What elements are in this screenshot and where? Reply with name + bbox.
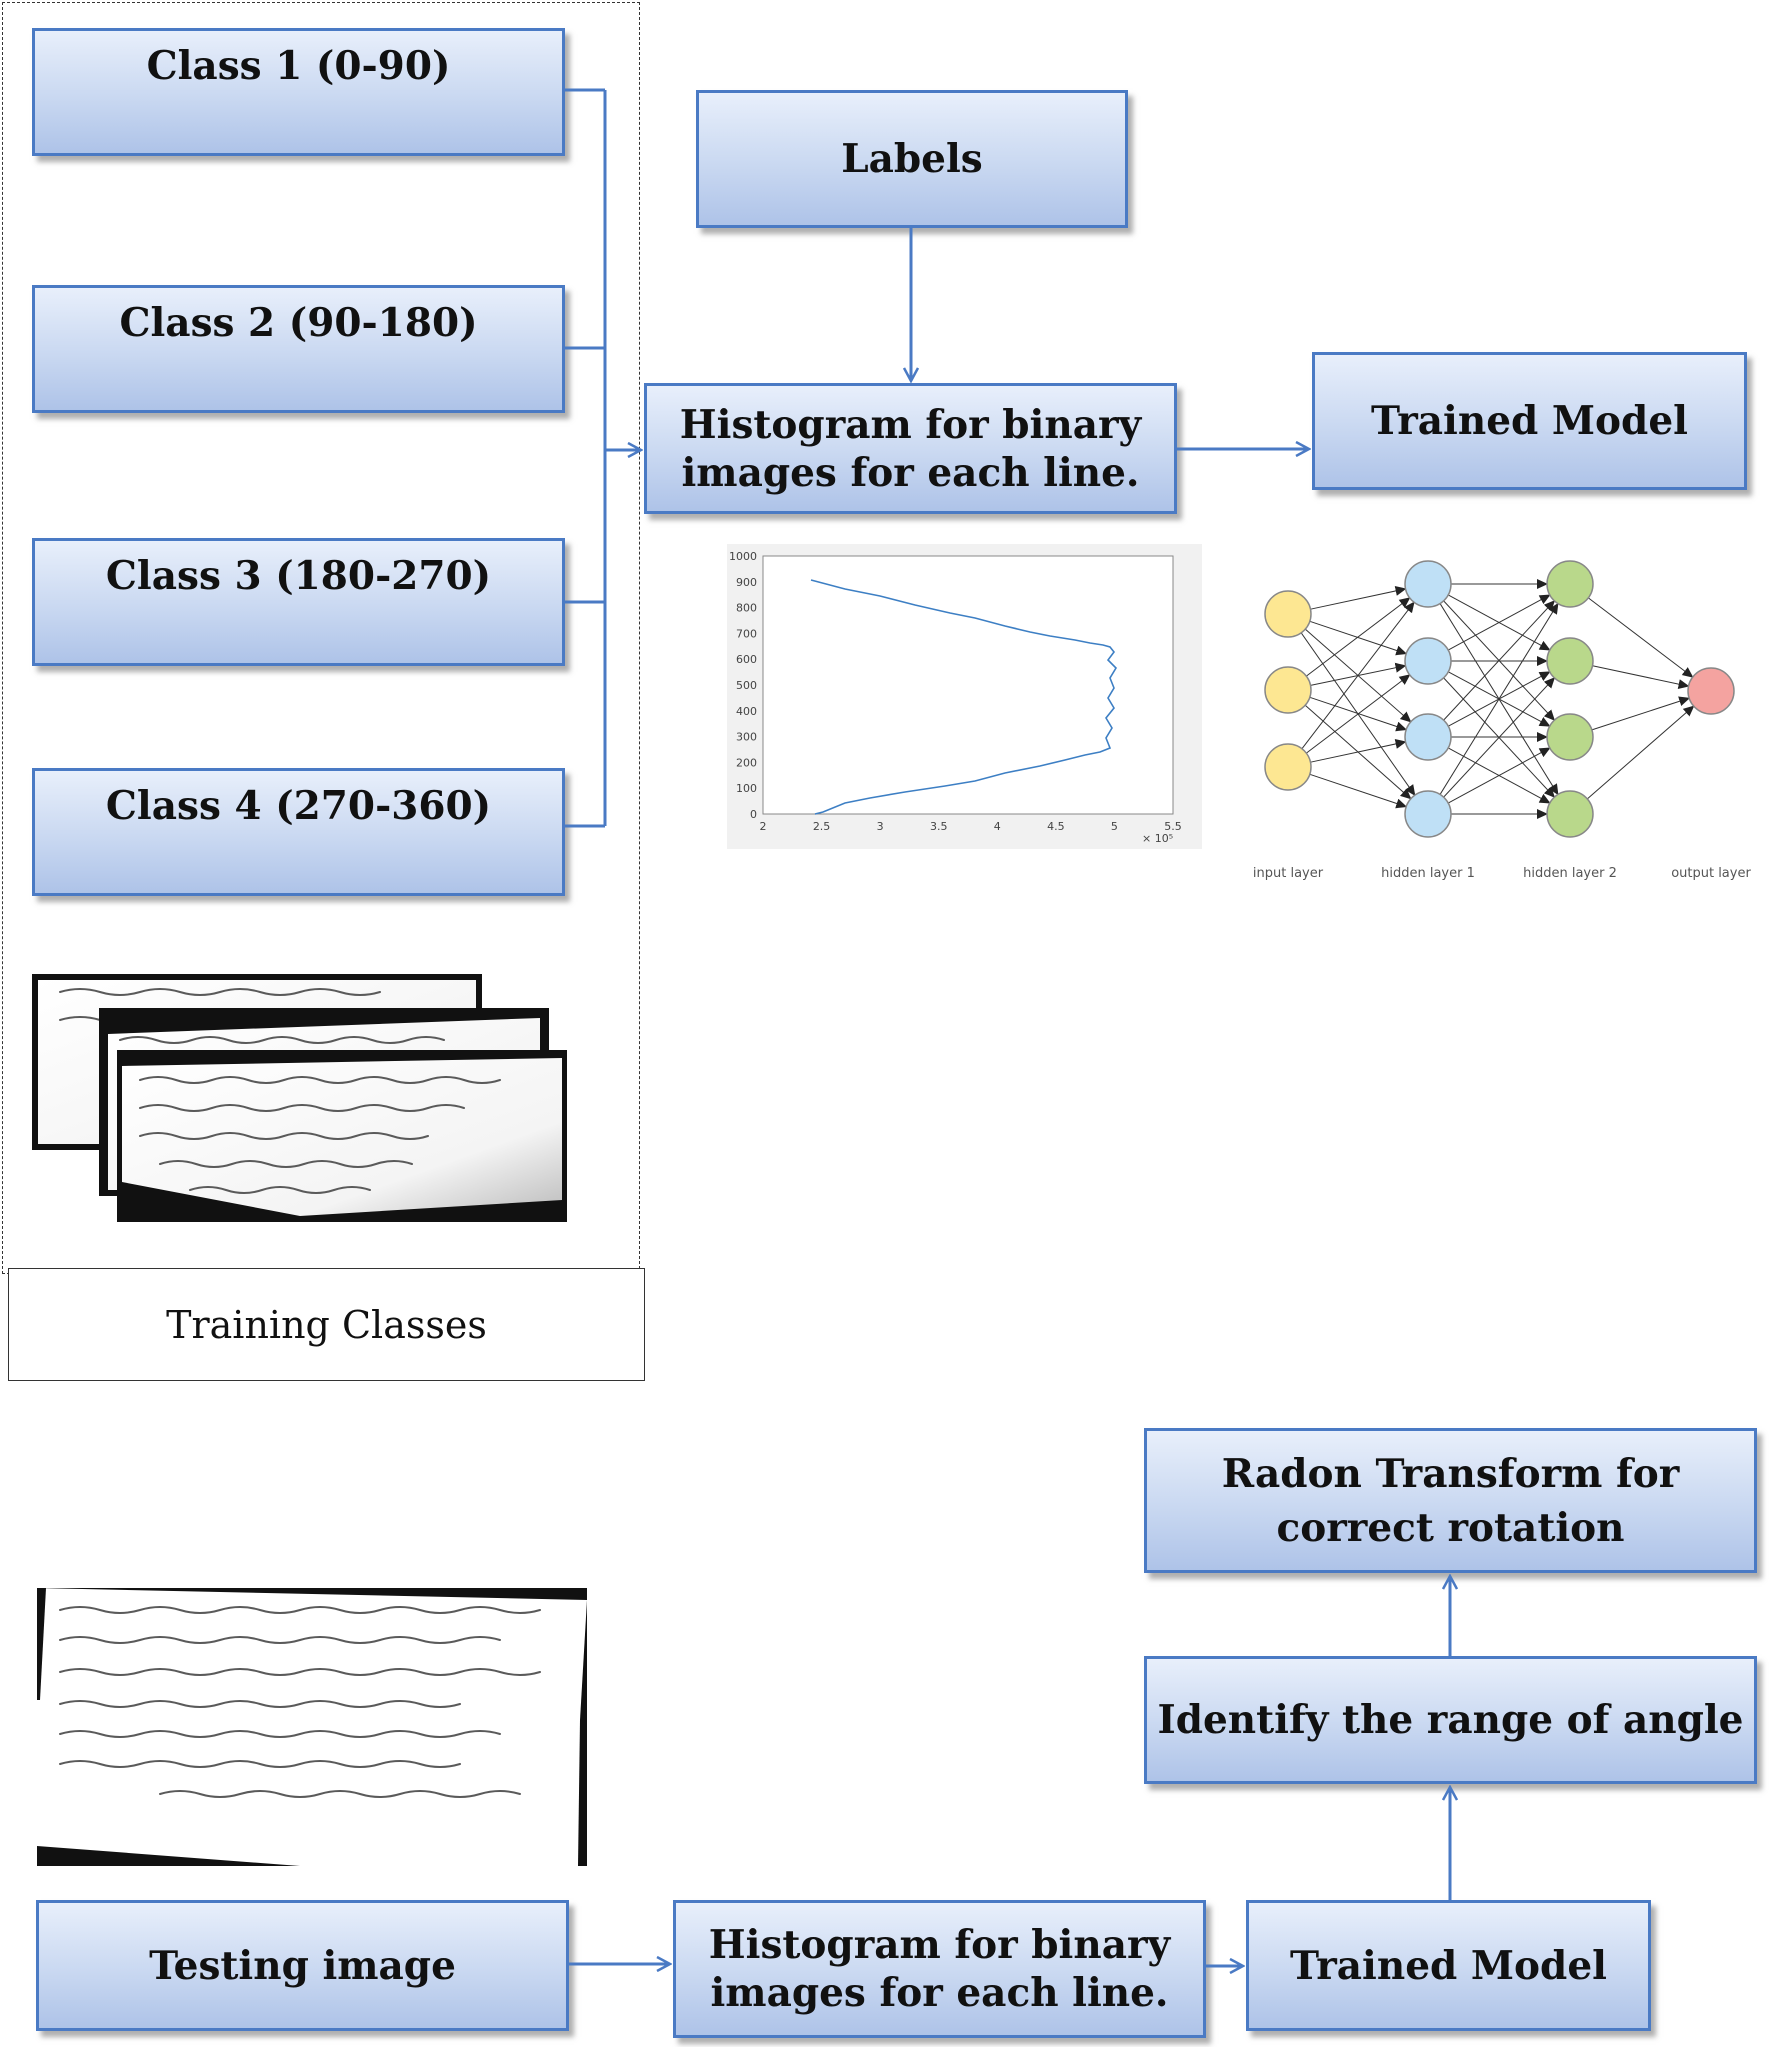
- nn-connection: [1443, 600, 1556, 721]
- histogram-y-tick-label: 100: [736, 782, 757, 795]
- nn-node-hidden2: [1546, 560, 1594, 608]
- nn-label-hidden1: hidden layer 1: [1381, 866, 1475, 881]
- histogram-x-tick-label: 2: [760, 820, 767, 833]
- histogram-curve: [810, 579, 1118, 815]
- class-2-box: Class 2 (90-180): [32, 285, 565, 413]
- nn-label-hidden2: hidden layer 2: [1523, 866, 1617, 881]
- nn-connection: [1439, 602, 1559, 795]
- identify-range-box: Identify the range of angle: [1144, 1656, 1757, 1784]
- nn-node-input: [1264, 666, 1312, 714]
- nn-connection: [1591, 696, 1691, 731]
- histogram-y-tick-label: 700: [736, 627, 757, 640]
- labels-box-text: Labels: [841, 136, 983, 182]
- testing-image-text: Testing image: [149, 1942, 456, 1989]
- trained-model-box-bottom: Trained Model: [1246, 1900, 1651, 2031]
- class-3-box: Class 3 (180-270): [32, 538, 565, 666]
- nn-connection: [1306, 597, 1411, 677]
- nn-connection: [1447, 594, 1551, 651]
- nn-node-hidden2: [1546, 637, 1594, 685]
- trained-model-box-top: Trained Model: [1312, 352, 1747, 490]
- nn-connection: [1309, 773, 1408, 809]
- nn-label-input: input layer: [1253, 866, 1324, 881]
- testing-sample-image: [37, 1588, 587, 1866]
- histogram-y-tick-label: 200: [736, 756, 757, 769]
- histogram-y-tick-label: 500: [736, 679, 757, 692]
- neural-network-labels: input layer hidden layer 1 hidden layer …: [1253, 866, 1752, 881]
- nn-node-hidden2: [1546, 713, 1594, 761]
- nn-node-hidden1: [1404, 560, 1452, 608]
- histogram-y-ticks: 0 100 200 300 400 500 600 700 800 900 1000: [729, 550, 757, 821]
- histogram-x-tick-label: 2.5: [813, 820, 831, 833]
- nn-node-output: [1687, 667, 1735, 715]
- nn-connection: [1592, 665, 1690, 690]
- radon-transform-box: Radon Transform for correct rotation: [1144, 1428, 1757, 1573]
- nn-connection: [1447, 747, 1551, 804]
- histogram-y-tick-label: 1000: [729, 550, 757, 563]
- sample-2-handwriting: [119, 1036, 445, 1044]
- histogram-x-tick-label: 5: [1111, 820, 1118, 833]
- histogram-x-tick-label: 3.5: [930, 820, 948, 833]
- class-4-label: Class 4 (270-360): [105, 783, 492, 829]
- histogram-plot: 0 100 200 300 400 500 600 700 800 900 1000 2 2.5 3 3.…: [727, 544, 1202, 849]
- histogram-x-tick-label: 5.5: [1164, 820, 1182, 833]
- histogram-top-line2: images for each line.: [681, 449, 1140, 496]
- training-sample-images: [32, 974, 567, 1222]
- histogram-y-tick-label: 800: [736, 602, 757, 615]
- testing-handwriting: [59, 1606, 541, 1798]
- histogram-x-tick-label: 4.5: [1047, 820, 1065, 833]
- histogram-x-exponent: × 10⁵: [1142, 832, 1173, 845]
- histogram-y-tick-label: 0: [750, 808, 757, 821]
- nn-connection: [1310, 739, 1407, 763]
- nn-node-hidden1: [1404, 790, 1452, 838]
- testing-image-box: Testing image: [36, 1900, 569, 2031]
- histogram-y-tick-label: 600: [736, 653, 757, 666]
- nn-node-hidden1: [1404, 713, 1452, 761]
- histogram-y-tick-label: 400: [736, 705, 757, 718]
- histogram-bottom-line1: Histogram for binary: [708, 1922, 1171, 1968]
- nn-connection: [1588, 597, 1694, 678]
- class-1-box: Class 1 (0-90): [32, 28, 565, 156]
- sample-3-handwriting: [139, 1076, 501, 1194]
- histogram-top-line1: Histogram for binary: [679, 401, 1142, 448]
- trained-model-bottom-text: Trained Model: [1290, 1942, 1607, 1989]
- neural-network-diagram: [1264, 560, 1735, 838]
- histogram-x-tick-label: 4: [994, 820, 1001, 833]
- nn-connection: [1306, 674, 1411, 754]
- histogram-y-tick-label: 300: [736, 731, 757, 744]
- class-bracket-connector: [565, 88, 640, 828]
- radon-line2: correct rotation: [1276, 1504, 1625, 1551]
- identify-range-text: Identify the range of angle: [1157, 1697, 1744, 1743]
- class-4-box: Class 4 (270-360): [32, 768, 565, 896]
- nn-label-output: output layer: [1671, 866, 1751, 881]
- nn-node-input: [1264, 743, 1312, 791]
- nn-connection: [1443, 677, 1556, 798]
- histogram-x-tick-label: 3: [877, 820, 884, 833]
- class-1-label: Class 1 (0-90): [146, 43, 451, 89]
- nn-connection: [1587, 705, 1695, 800]
- trained-model-top-text: Trained Model: [1371, 398, 1688, 444]
- labels-box: Labels: [696, 90, 1128, 228]
- training-classes-label: Training Classes: [8, 1268, 645, 1381]
- nn-connection: [1310, 586, 1407, 610]
- histogram-bottom-line2: images for each line.: [710, 1970, 1169, 2016]
- histogram-box-bottom: Histogram for binary images for each lin…: [673, 1900, 1206, 2038]
- nn-node-input: [1264, 590, 1312, 638]
- nn-connection: [1301, 601, 1415, 750]
- histogram-x-ticks: 2 2.5 3 3.5 4 4.5 5 5.5: [760, 820, 1182, 833]
- radon-line1: Radon Transform for: [1221, 1450, 1680, 1497]
- class-2-label: Class 2 (90-180): [119, 300, 478, 346]
- histogram-box-top: Histogram for binary images for each lin…: [644, 383, 1177, 514]
- nn-node-hidden2: [1546, 790, 1594, 838]
- class-3-label: Class 3 (180-270): [105, 553, 492, 599]
- histogram-y-tick-label: 900: [736, 576, 757, 589]
- nn-node-hidden1: [1404, 637, 1452, 685]
